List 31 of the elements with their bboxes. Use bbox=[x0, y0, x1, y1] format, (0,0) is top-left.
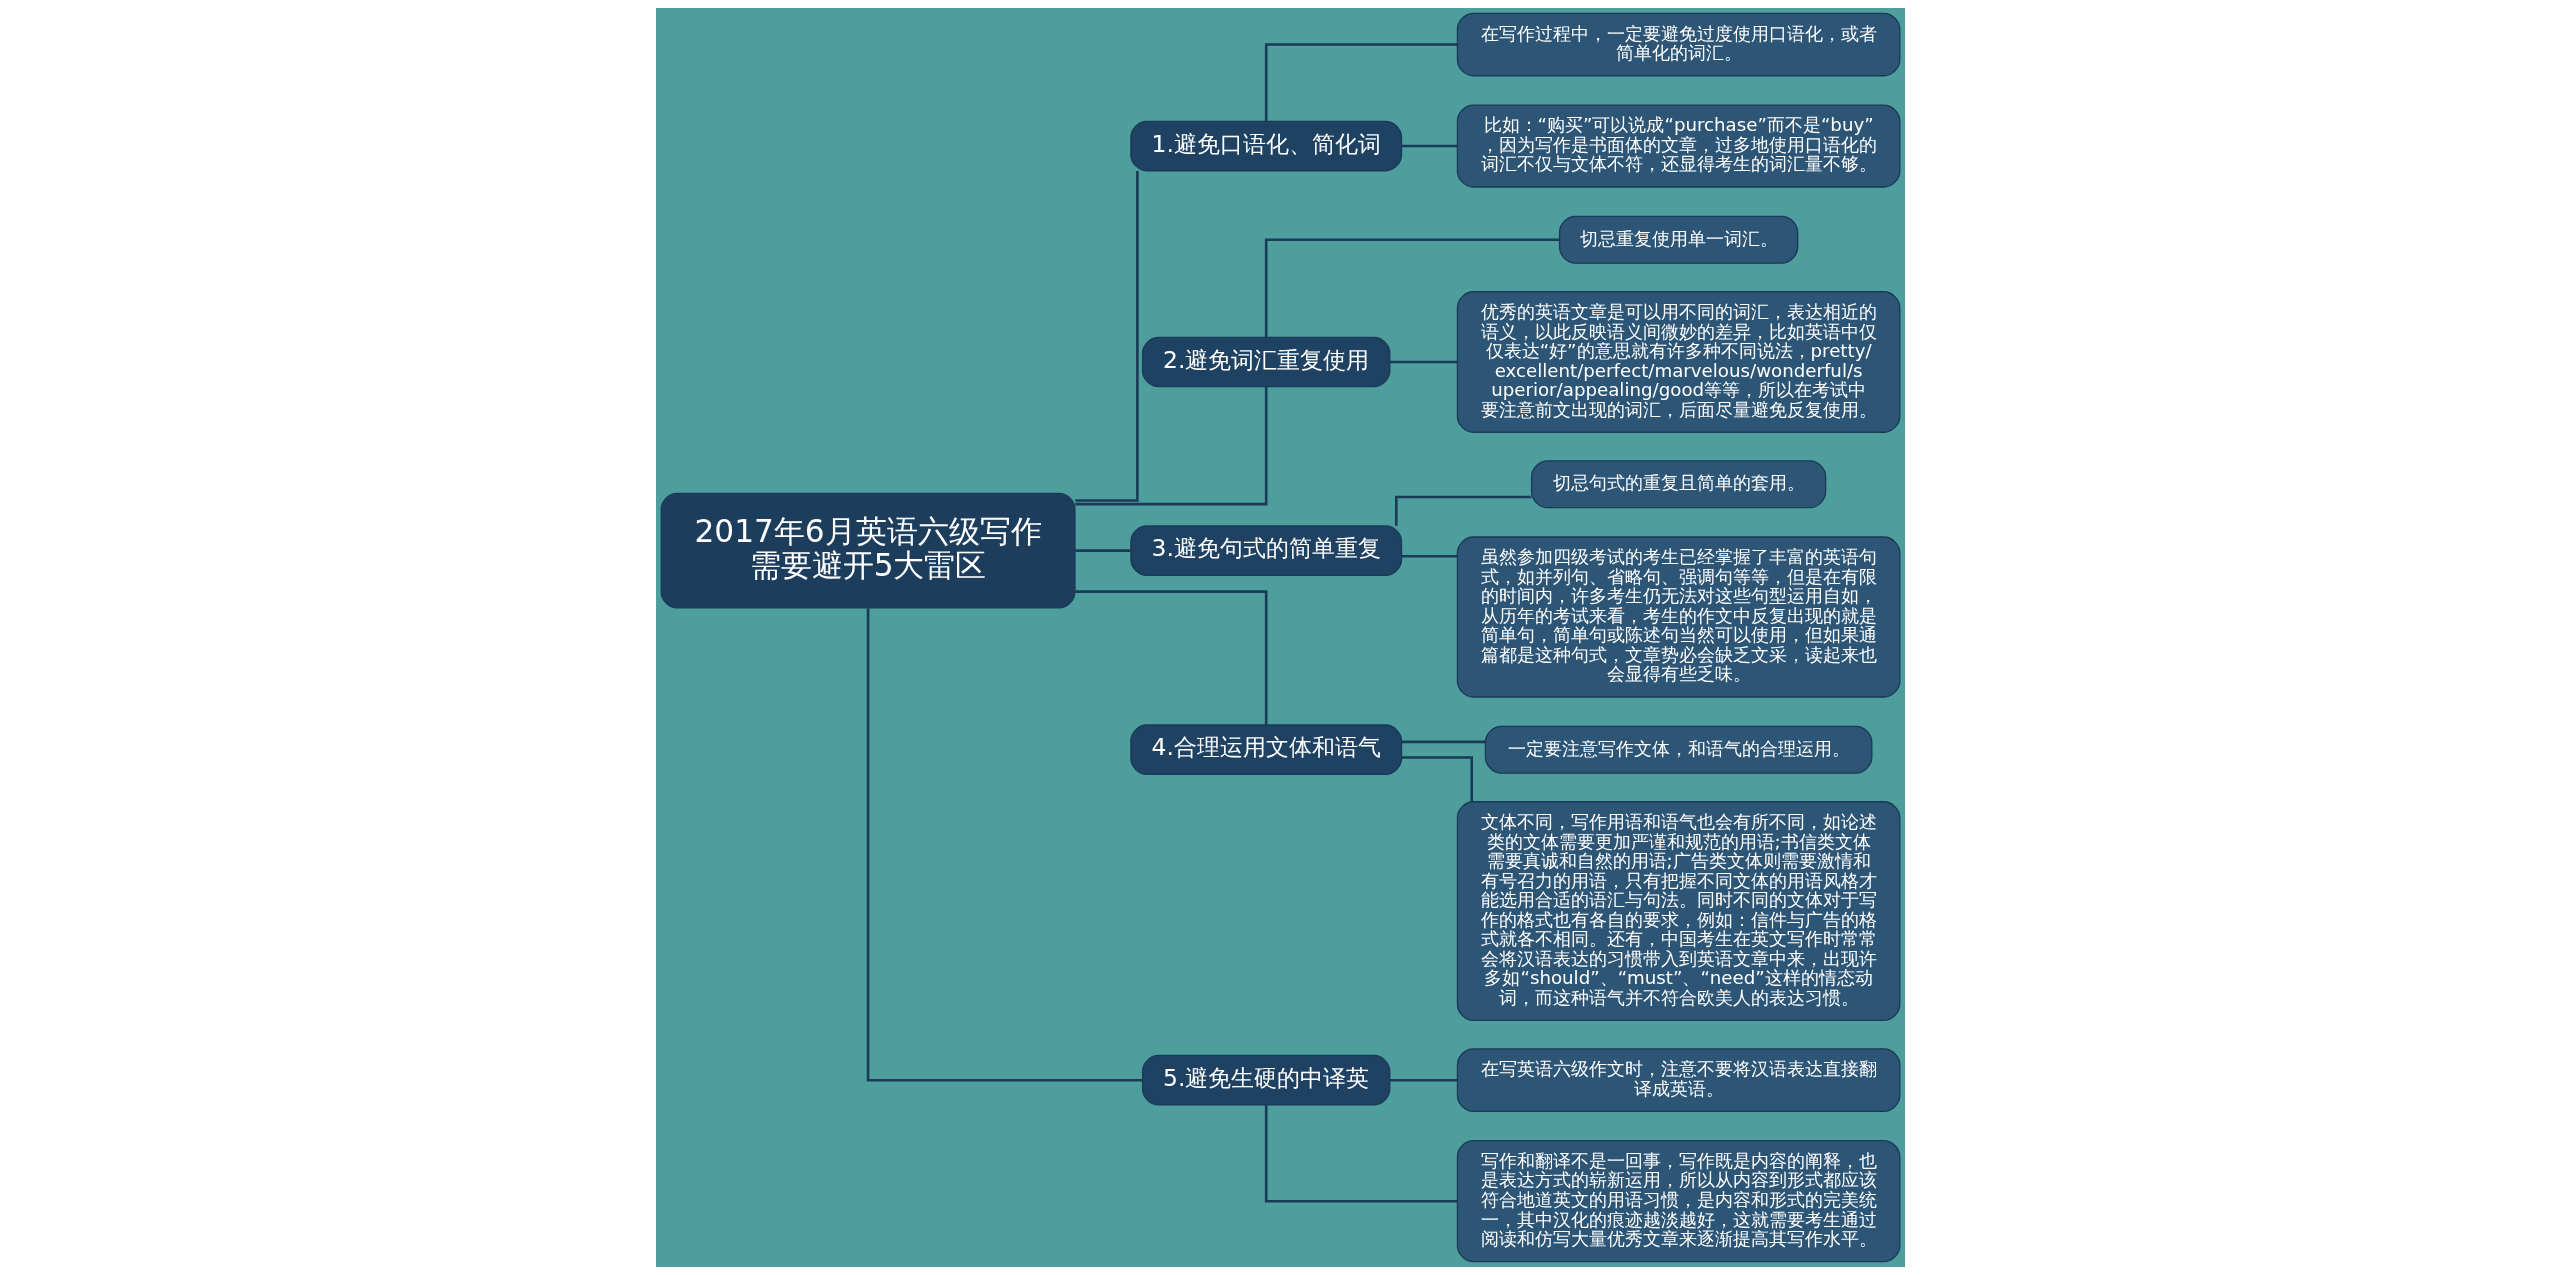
node-box: 切忌句式的重复且简单的套用。 bbox=[1530, 460, 1826, 509]
connector bbox=[1401, 756, 1473, 802]
node-box: 一定要注意写作文体，和语气的合理运用。 bbox=[1484, 725, 1872, 774]
node-box: 优秀的英语文章是可以用不同的词汇，表达相近的语义，以此反映语义间微妙的差异，比如英语中仅仅表达“好”的意思就有许多种不同说法，pretty/excellent/perfect/marvelous/wonderful/superior/appealing/good等等，所以在考试中要注意前文出现的词汇，后面尽量避免反复使用。 bbox=[1456, 291, 1900, 433]
node-box: 在写作过程中，一定要避免过度使用口语化，或者简单化的词汇。 bbox=[1456, 12, 1900, 77]
node-box: 在写英语六级作文时，注意不要将汉语表达直接翻译成英语。 bbox=[1456, 1048, 1900, 1113]
node-box: 5.避免生硬的中译英 bbox=[1141, 1054, 1390, 1106]
node-box: 写作和翻译不是一回事，写作既是内容的阐释，也是表达方式的崭新运用，所以从内容到形式都应该符合地道英文的用语习惯，是内容和形式的完美统一，其中汉化的痕迹越淡越好，这就需要考生通过阅读和仿写大量优秀文章来逐渐提高其写作水平。 bbox=[1456, 1140, 1900, 1263]
node-box: 1.避免口语化、简化词 bbox=[1129, 120, 1402, 172]
node-box: 切忌重复使用单一词汇。 bbox=[1558, 215, 1798, 264]
connector bbox=[1264, 1105, 1457, 1203]
connector bbox=[1394, 495, 1531, 526]
connector bbox=[1074, 386, 1267, 506]
connector bbox=[866, 608, 1142, 1082]
node-box: 3.避免句式的简单重复 bbox=[1129, 525, 1402, 577]
node-box: 文体不同，写作用语和语气也会有所不同，如论述类的文体需要更加严谨和规范的用语;书信类文体需要真诚和自然的用语;广告类文体则需要激情和有号召力的用语，只有把握不同文体的用语风格才能选用合适的语汇与句法。同时不同的文体对于写作的格式也有各自的要求，例如：信件与广告的格式就各不相同。还有，中国考生在英文写作时常常会将汉语表达的习惯带入到英语文章中来，出现许多如“should”、“must”、“need”这样的情态动词，而这种语气并不符合欧美人的表达习惯。 bbox=[1456, 801, 1900, 1021]
connector bbox=[1264, 43, 1457, 121]
connector bbox=[1401, 554, 1457, 558]
connector bbox=[1401, 740, 1485, 744]
node-box: 4.合理运用文体和语气 bbox=[1129, 724, 1402, 776]
connector bbox=[1389, 360, 1457, 364]
connector bbox=[1074, 590, 1267, 725]
node-box: 2017年6月英语六级写作需要避开5大雷区 bbox=[660, 492, 1076, 609]
connector bbox=[1264, 238, 1559, 338]
node-box: 虽然参加四级考试的考生已经掌握了丰富的英语句式，如并列句、省略句、强调句等等，但是在有限的时间内，许多考生仍无法对这些句型运用自如，从历年的考试来看，考生的作文中反复出现的就是简单句，简单句或陈述句当然可以使用，但如果通篇都是这种句式，文章势必会缺乏文采，读起来也会显得有些乏味。 bbox=[1456, 536, 1900, 698]
node-box: 比如：“购买”可以说成“purchase”而不是“buy”，因为写作是书面体的文章，过多地使用口语化的词汇不仅与文体不符，还显得考生的词汇量不够。 bbox=[1456, 104, 1900, 188]
connector bbox=[1074, 170, 1139, 502]
connector bbox=[1074, 549, 1130, 552]
connector bbox=[1401, 144, 1457, 148]
node-box: 2.避免词汇重复使用 bbox=[1141, 336, 1390, 388]
connector bbox=[1389, 1078, 1457, 1082]
